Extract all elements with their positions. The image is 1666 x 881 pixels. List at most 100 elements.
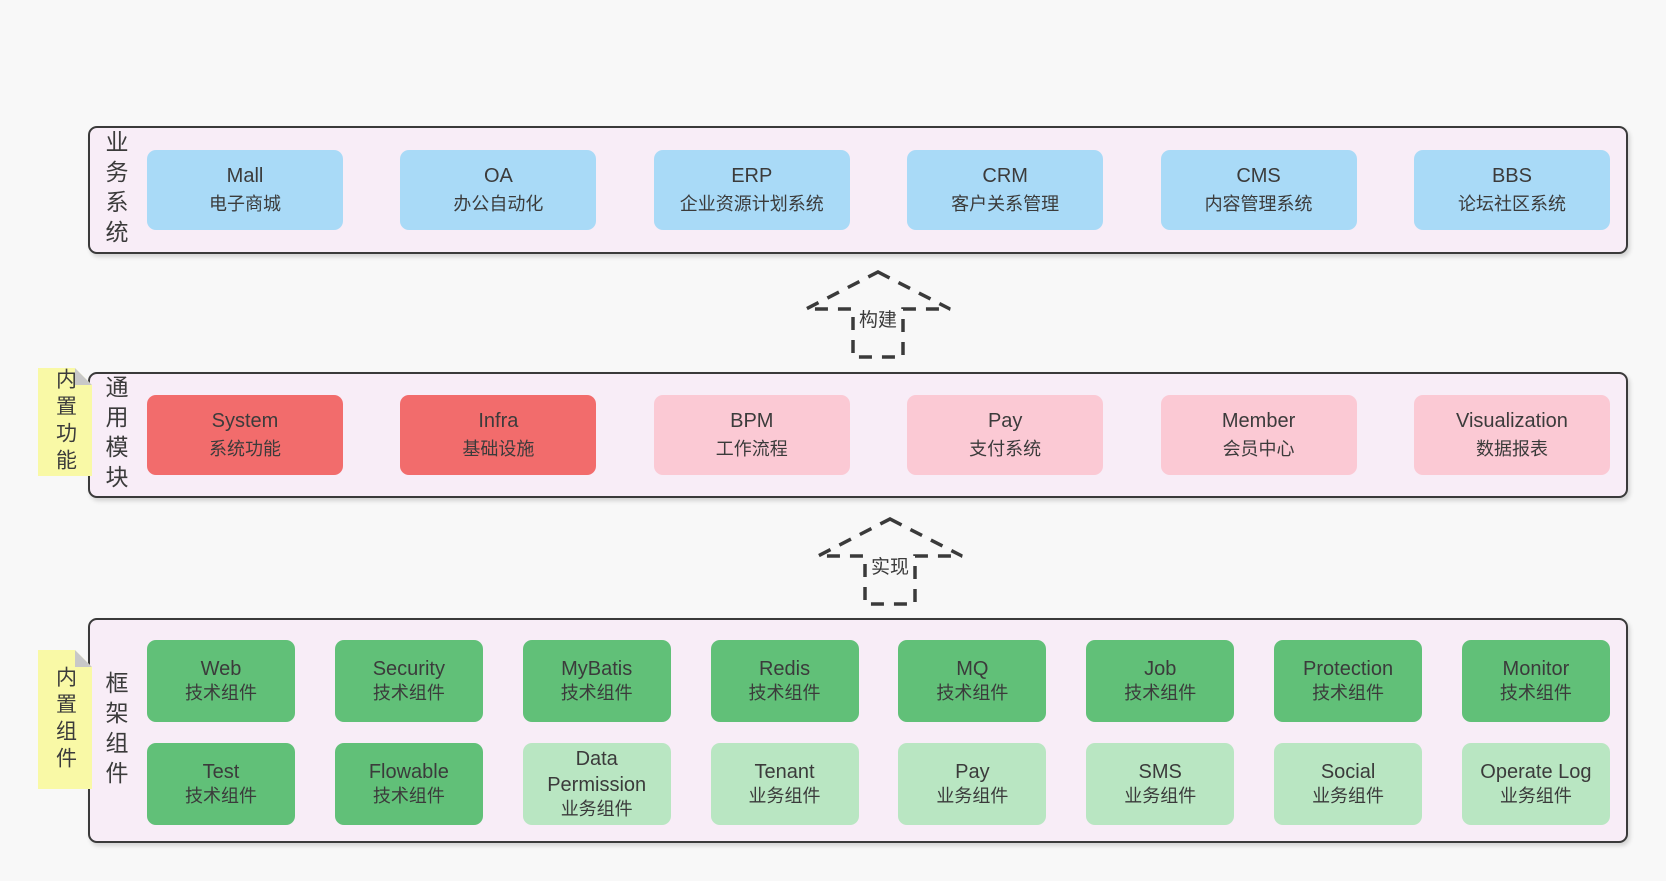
module-box-system: System 系统功能 xyxy=(147,395,343,475)
box-desc: 会员中心 xyxy=(1222,439,1295,460)
box-name: Flowable xyxy=(368,761,449,784)
box-name: OA xyxy=(483,165,513,188)
box-name: ERP xyxy=(731,165,773,188)
box-name: BPM xyxy=(730,410,774,433)
band-business-items: Mall 电子商城 OA 办公自动化 ERP 企业资源计划系统 CRM 客户关系… xyxy=(147,128,1610,252)
box-name: Visualization xyxy=(1455,410,1568,433)
box-desc: 技术组件 xyxy=(1312,683,1385,704)
box-desc: 业务组件 xyxy=(1312,786,1385,807)
box-name: MQ xyxy=(956,658,989,681)
band-modules-items: System 系统功能 Infra 基础设施 BPM 工作流程 Pay 支付系统… xyxy=(147,374,1610,496)
box-name: Operate Log xyxy=(1480,761,1592,784)
component-box-flowable: Flowable 技术组件 xyxy=(334,743,483,825)
component-box-operate-log: Operate Log 业务组件 xyxy=(1461,743,1610,825)
sticky-built-in-components: 内置组件 xyxy=(38,650,92,789)
box-name: Mall xyxy=(226,165,264,188)
box-desc: 技术组件 xyxy=(185,786,257,807)
box-desc: 技术组件 xyxy=(185,683,257,704)
box-desc: 工作流程 xyxy=(715,439,788,460)
component-box-redis: Redis 技术组件 xyxy=(710,640,859,722)
band-business-label: 业务系统 xyxy=(102,130,128,250)
box-name: Security xyxy=(372,658,445,681)
components-row-2: Test 技术组件 Flowable 技术组件 Data Permission … xyxy=(147,743,1610,825)
system-box-bbs: BBS 论坛社区系统 xyxy=(1413,150,1610,230)
box-desc: 业务组件 xyxy=(1124,786,1197,807)
box-name: Tenant xyxy=(754,761,815,784)
box-name: Pay xyxy=(987,410,1023,433)
sticky-built-in-features: 内置功能 xyxy=(38,368,92,476)
module-box-pay: Pay 支付系统 xyxy=(907,395,1104,475)
box-name: Infra xyxy=(478,410,519,433)
sticky-built-in-components-label: 内置组件 xyxy=(53,665,77,774)
box-name: Member xyxy=(1221,410,1296,433)
component-box-data-permission: Data Permission 业务组件 xyxy=(522,743,671,825)
box-desc: 企业资源计划系统 xyxy=(679,194,824,215)
band-modules-label: 通用模块 xyxy=(102,375,128,495)
box-desc: 技术组件 xyxy=(1499,683,1572,704)
box-desc: 基础设施 xyxy=(462,439,535,460)
system-box-crm: CRM 客户关系管理 xyxy=(907,150,1104,230)
sticky-built-in-features-label: 内置功能 xyxy=(53,368,77,476)
box-desc: 办公自动化 xyxy=(453,194,544,215)
components-row-1: Web 技术组件 Security 技术组件 MyBatis 技术组件 Redi… xyxy=(147,640,1610,722)
component-box-mq: MQ 技术组件 xyxy=(898,640,1047,722)
component-box-security: Security 技术组件 xyxy=(334,640,483,722)
box-desc: 数据报表 xyxy=(1475,439,1548,460)
box-name: Job xyxy=(1144,658,1177,681)
box-desc: 内容管理系统 xyxy=(1204,194,1313,215)
box-name: Redis xyxy=(758,658,811,681)
module-box-infra: Infra 基础设施 xyxy=(400,395,597,475)
box-desc: 支付系统 xyxy=(969,439,1042,460)
component-box-protection: Protection 技术组件 xyxy=(1274,640,1423,722)
band-components-rows: Web 技术组件 Security 技术组件 MyBatis 技术组件 Redi… xyxy=(147,640,1610,825)
system-box-cms: CMS 内容管理系统 xyxy=(1160,150,1357,230)
box-desc: 电子商城 xyxy=(209,194,281,215)
system-box-oa: OA 办公自动化 xyxy=(400,150,597,230)
box-name: Social xyxy=(1320,761,1376,784)
box-desc: 业务组件 xyxy=(748,786,821,807)
implement-arrow-label: 实现 xyxy=(866,551,914,580)
box-desc: 技术组件 xyxy=(1124,683,1197,704)
system-box-erp: ERP 企业资源计划系统 xyxy=(653,150,850,230)
box-name: Monitor xyxy=(1502,658,1570,681)
box-name: System xyxy=(211,410,279,433)
component-box-mybatis: MyBatis 技术组件 xyxy=(522,640,671,722)
component-box-web: Web 技术组件 xyxy=(147,640,295,722)
component-box-job: Job 技术组件 xyxy=(1086,640,1235,722)
component-box-social: Social 业务组件 xyxy=(1274,743,1423,825)
box-name: CRM xyxy=(982,165,1028,188)
box-desc: 技术组件 xyxy=(372,786,445,807)
component-box-sms: SMS 业务组件 xyxy=(1086,743,1235,825)
build-arrow-label: 构建 xyxy=(854,304,902,333)
module-box-bpm: BPM 工作流程 xyxy=(653,395,850,475)
box-name: Pay xyxy=(955,761,990,784)
band-components-label: 框架组件 xyxy=(102,670,128,791)
box-name: CMS xyxy=(1236,165,1281,188)
module-box-visualization: Visualization 数据报表 xyxy=(1413,395,1610,475)
box-name: Protection xyxy=(1303,658,1394,681)
build-arrow: 构建 xyxy=(803,266,953,362)
component-box-pay: Pay 业务组件 xyxy=(898,743,1047,825)
box-name: Test xyxy=(202,761,240,784)
module-box-member: Member 会员中心 xyxy=(1160,395,1357,475)
box-desc: 客户关系管理 xyxy=(951,194,1060,215)
box-name: Web xyxy=(200,658,242,681)
band-framework-components: 框架组件 Web 技术组件 Security 技术组件 MyBatis 技术组件… xyxy=(88,618,1628,843)
band-business-systems: 业务系统 Mall 电子商城 OA 办公自动化 ERP 企业资源计划系统 CRM… xyxy=(88,126,1628,254)
box-name: SMS xyxy=(1138,761,1182,784)
box-desc: 系统功能 xyxy=(209,439,281,460)
implement-arrow: 实现 xyxy=(815,513,965,609)
box-desc: 业务组件 xyxy=(936,786,1009,807)
box-desc: 技术组件 xyxy=(372,683,445,704)
component-box-test: Test 技术组件 xyxy=(147,743,295,825)
box-desc: 技术组件 xyxy=(748,683,821,704)
box-desc: 业务组件 xyxy=(560,799,633,820)
band-common-modules: 通用模块 System 系统功能 Infra 基础设施 BPM 工作流程 Pay… xyxy=(88,372,1628,498)
box-name: Data Permission xyxy=(547,748,647,797)
component-box-tenant: Tenant 业务组件 xyxy=(710,743,859,825)
box-name: BBS xyxy=(1491,165,1532,188)
component-box-monitor: Monitor 技术组件 xyxy=(1461,640,1610,722)
box-desc: 业务组件 xyxy=(1499,786,1572,807)
box-name: MyBatis xyxy=(561,658,633,681)
